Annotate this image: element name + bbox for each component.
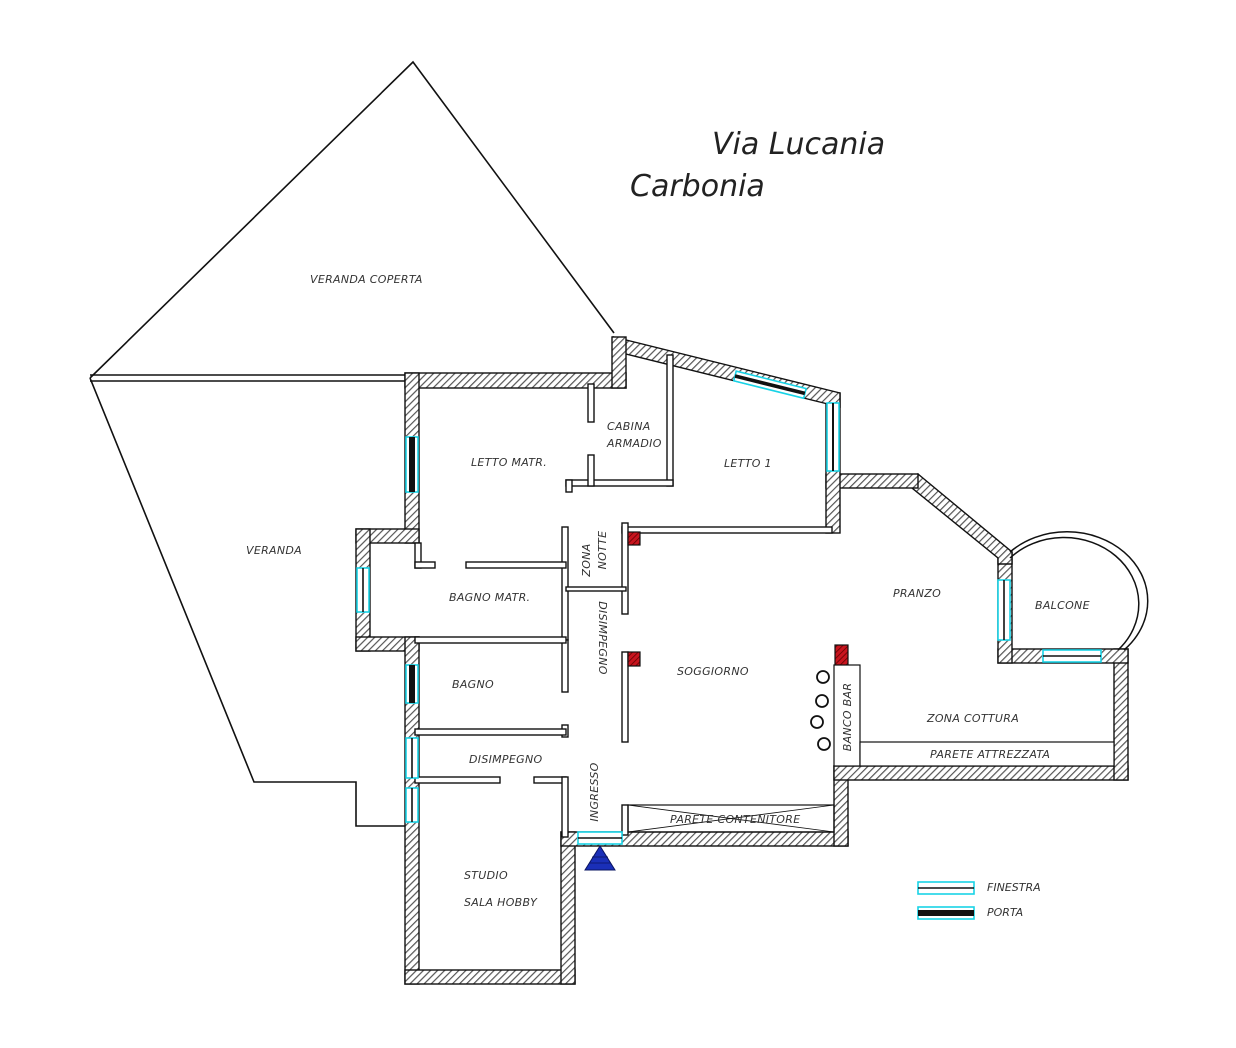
title-city: Carbonia bbox=[630, 169, 765, 204]
label-veranda-coperta: VERANDA COPERTA bbox=[310, 273, 423, 286]
pillar bbox=[627, 531, 641, 546]
wall bbox=[561, 526, 569, 641]
wall bbox=[414, 728, 567, 736]
window bbox=[732, 370, 808, 400]
wall bbox=[533, 776, 567, 784]
label-cabina: CABINA bbox=[607, 420, 651, 433]
wall bbox=[621, 804, 629, 836]
wall bbox=[911, 472, 1013, 565]
label-zona: ZONA bbox=[580, 543, 593, 577]
label-banco-bar: BANCO BAR bbox=[841, 683, 854, 752]
label-notte: NOTTE bbox=[596, 531, 609, 570]
stool-icon bbox=[816, 670, 830, 684]
wall bbox=[621, 522, 629, 615]
label-letto-matr: LETTO MATR. bbox=[471, 456, 547, 469]
wall bbox=[611, 336, 627, 389]
wall bbox=[833, 765, 1129, 781]
wall bbox=[612, 335, 841, 408]
wall bbox=[621, 526, 833, 534]
wall bbox=[587, 383, 595, 423]
veranda-outline bbox=[89, 60, 615, 827]
label-pranzo: PRANZO bbox=[893, 587, 941, 600]
bar-stools bbox=[810, 670, 831, 751]
stool-icon bbox=[817, 737, 831, 751]
stool-icon bbox=[815, 694, 829, 708]
label-balcone: BALCONE bbox=[1035, 599, 1090, 612]
wall bbox=[621, 651, 629, 743]
parete-contenitore bbox=[627, 804, 835, 833]
wall bbox=[465, 561, 567, 569]
wall bbox=[1113, 648, 1129, 781]
label-bagno: BAGNO bbox=[452, 678, 494, 691]
label-parete-contenitore: PARETE CONTENITORE bbox=[670, 813, 800, 826]
balcone bbox=[1009, 531, 1149, 651]
wall bbox=[666, 354, 674, 487]
legend: FINESTRA PORTA bbox=[917, 881, 1041, 920]
legend-finestra: FINESTRA bbox=[987, 881, 1041, 894]
wall bbox=[404, 969, 576, 985]
label-sala-hobby: SALA HOBBY bbox=[464, 896, 538, 909]
wall bbox=[561, 776, 569, 838]
label-disimpegno: DISIMPEGNO bbox=[469, 753, 542, 766]
wall bbox=[565, 586, 627, 592]
wall bbox=[560, 831, 576, 985]
wall bbox=[565, 479, 674, 487]
parete-attrezzata-unit bbox=[859, 741, 1115, 767]
interior-walls bbox=[414, 354, 833, 838]
windows bbox=[356, 370, 1102, 845]
pillar bbox=[627, 651, 641, 667]
pillars bbox=[627, 531, 849, 668]
title-street: Via Lucania bbox=[712, 127, 885, 162]
label-disimpegno-vertical: DISIMPEGNO bbox=[596, 601, 609, 674]
wall bbox=[414, 561, 436, 569]
pillar bbox=[834, 644, 849, 668]
label-ingresso: INGRESSO bbox=[588, 762, 601, 821]
label-letto-1: LETTO 1 bbox=[724, 457, 772, 470]
label-studio: STUDIO bbox=[464, 869, 508, 882]
legend-porta: PORTA bbox=[987, 906, 1023, 919]
wall bbox=[561, 639, 569, 693]
label-soggiorno: SOGGIORNO bbox=[677, 665, 749, 678]
stool-icon bbox=[810, 715, 824, 729]
wall bbox=[414, 636, 567, 644]
label-zona-cottura: ZONA COTTURA bbox=[926, 712, 1019, 725]
label-bagno-matr: BAGNO MATR. bbox=[449, 591, 530, 604]
label-parete-attrezzata: PARETE ATTREZZATA bbox=[930, 748, 1050, 761]
wall bbox=[587, 454, 595, 487]
label-armadio: ARMADIO bbox=[606, 437, 662, 450]
wall bbox=[414, 776, 501, 784]
entrance-triangle-icon bbox=[584, 845, 616, 871]
wall bbox=[565, 479, 573, 493]
banco-bar-counter bbox=[833, 664, 861, 767]
label-veranda: VERANDA bbox=[246, 544, 302, 557]
